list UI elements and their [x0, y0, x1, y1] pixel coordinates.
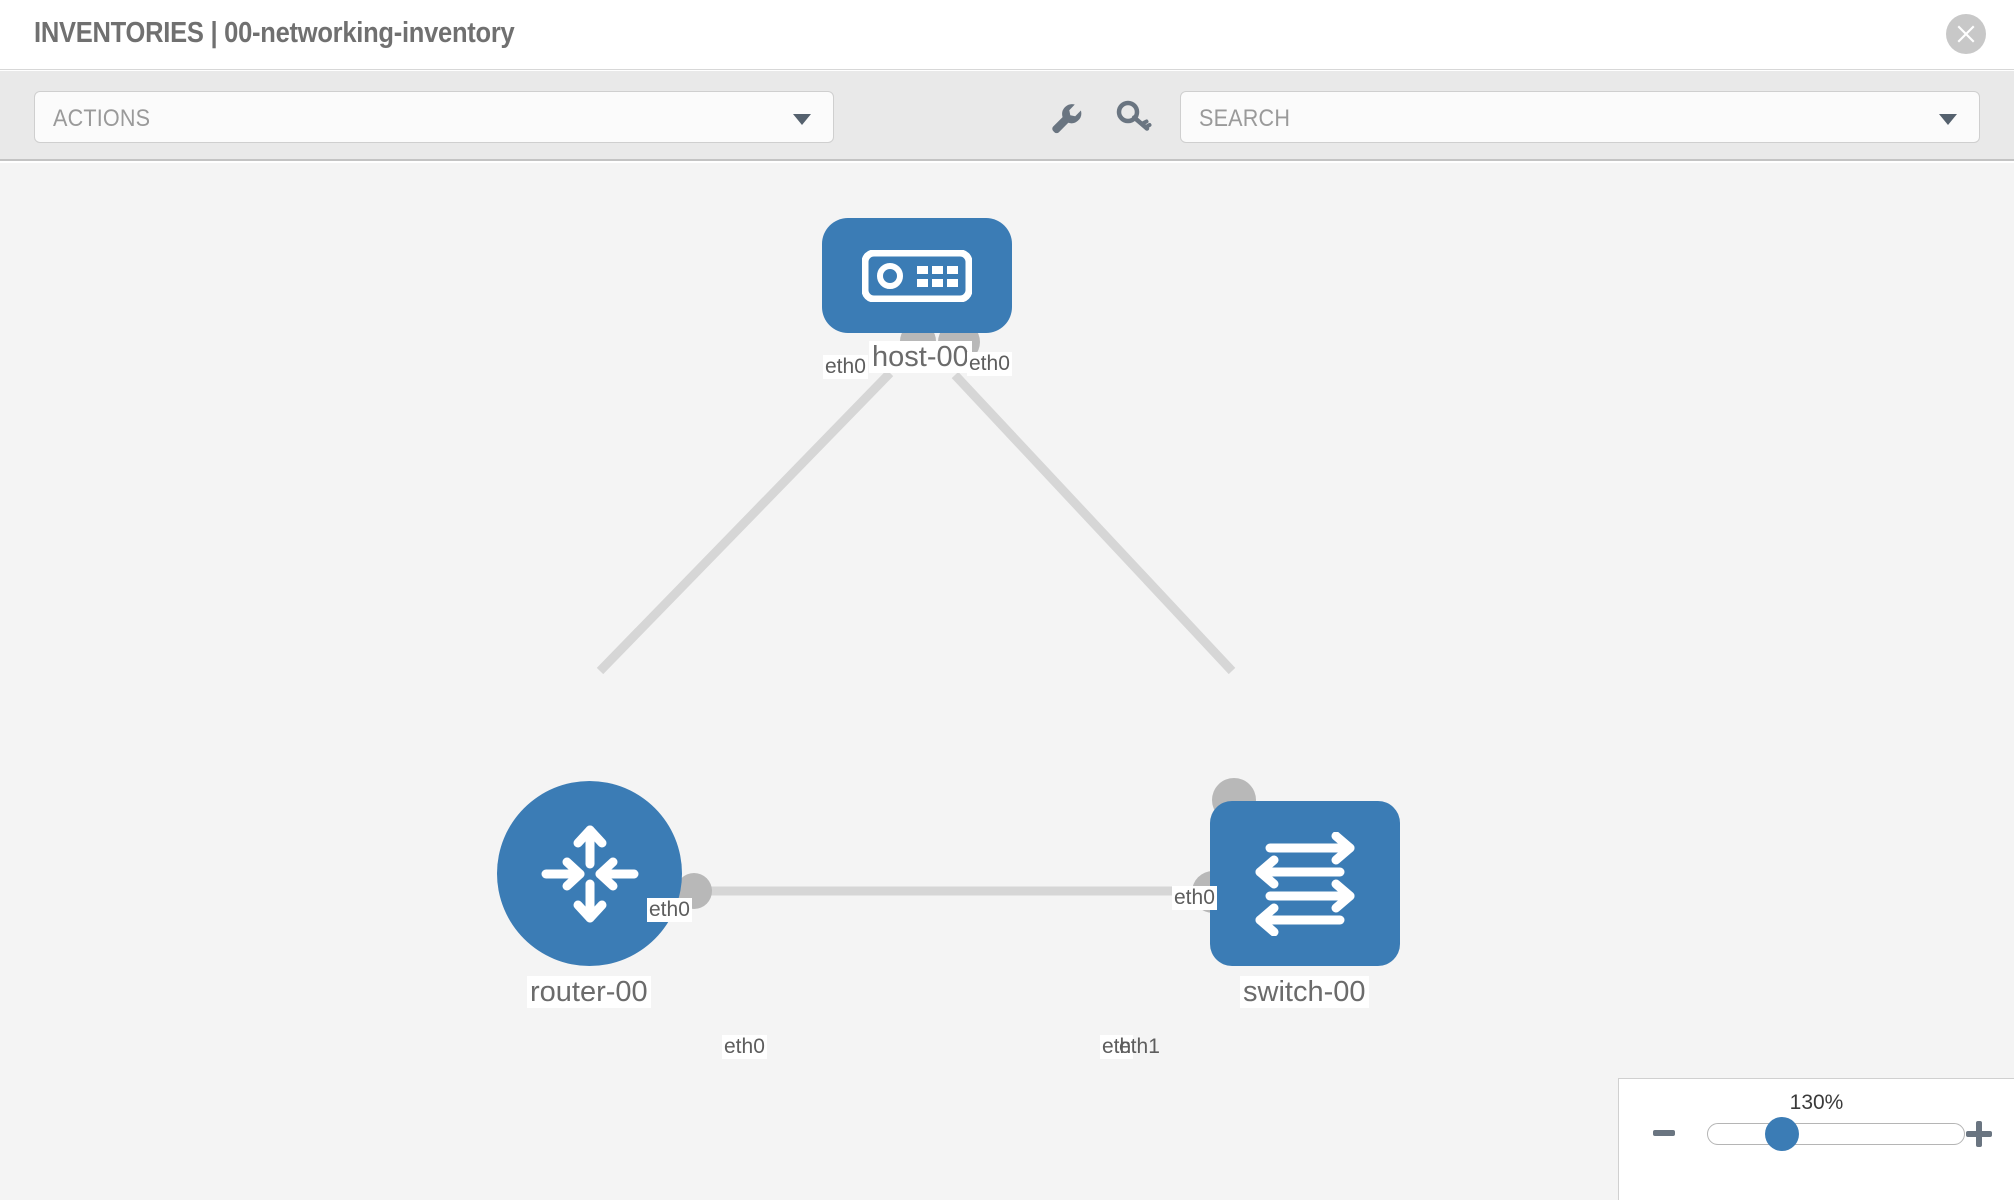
node-host-shape: [822, 218, 1012, 333]
zoom-slider-thumb[interactable]: [1765, 1117, 1799, 1151]
zoom-slider-track[interactable]: [1707, 1123, 1965, 1145]
node-router-00[interactable]: [497, 781, 682, 966]
wrench-button[interactable]: [1044, 97, 1086, 139]
iface-label-switch-left-a: eth: [1100, 1035, 1134, 1060]
node-host-00[interactable]: [822, 218, 1012, 333]
node-host-label: host-00: [869, 341, 972, 374]
page-header: INVENTORIES | 00-networking-inventory: [0, 0, 2014, 70]
wrench-icon: [1052, 104, 1082, 134]
close-button[interactable]: [1946, 14, 1986, 54]
iface-label-router-right: eth0: [722, 1035, 767, 1060]
chevron-down-icon: [1939, 114, 1957, 125]
topology-canvas[interactable]: host-00 router-00: [0, 163, 2014, 1200]
node-switch-shape: [1210, 801, 1400, 966]
link-host-switch[interactable]: [951, 371, 1236, 675]
zoom-control-panel: 130%: [1618, 1078, 2014, 1200]
iface-label-router-up: eth0: [647, 898, 692, 923]
key-button[interactable]: [1112, 97, 1154, 139]
node-router-shape: [497, 781, 682, 966]
iface-label-switch-left-b: eth1: [1119, 1035, 1160, 1058]
chevron-down-icon: [793, 114, 811, 125]
link-host-router[interactable]: [596, 369, 894, 675]
node-switch-00[interactable]: [1210, 801, 1400, 966]
router-icon: [541, 825, 638, 922]
page-title: INVENTORIES | 00-networking-inventory: [34, 17, 515, 49]
zoom-level-value: 130%: [1789, 1091, 1844, 1114]
actions-dropdown[interactable]: ACTIONS: [34, 91, 834, 143]
iface-label-host-right: eth0: [967, 352, 1012, 377]
switch-icon: [1255, 831, 1355, 936]
zoom-in-button[interactable]: [1966, 1121, 1992, 1147]
topology-links: [596, 369, 1236, 896]
actions-dropdown-label: ACTIONS: [53, 105, 151, 132]
server-icon: [862, 249, 972, 302]
search-input-value: SEARCH: [1199, 105, 1291, 132]
node-router-label: router-00: [527, 976, 651, 1009]
iface-label-host-left: eth0: [823, 355, 868, 380]
node-switch-label: switch-00: [1240, 976, 1369, 1009]
iface-label-switch-up: eth0: [1172, 886, 1217, 911]
toolbar: ACTIONS SEARCH: [0, 71, 2014, 161]
search-input[interactable]: SEARCH: [1180, 91, 1980, 143]
zoom-out-button[interactable]: [1653, 1130, 1675, 1136]
key-icon: [1116, 100, 1152, 131]
close-icon: [1957, 25, 1975, 43]
